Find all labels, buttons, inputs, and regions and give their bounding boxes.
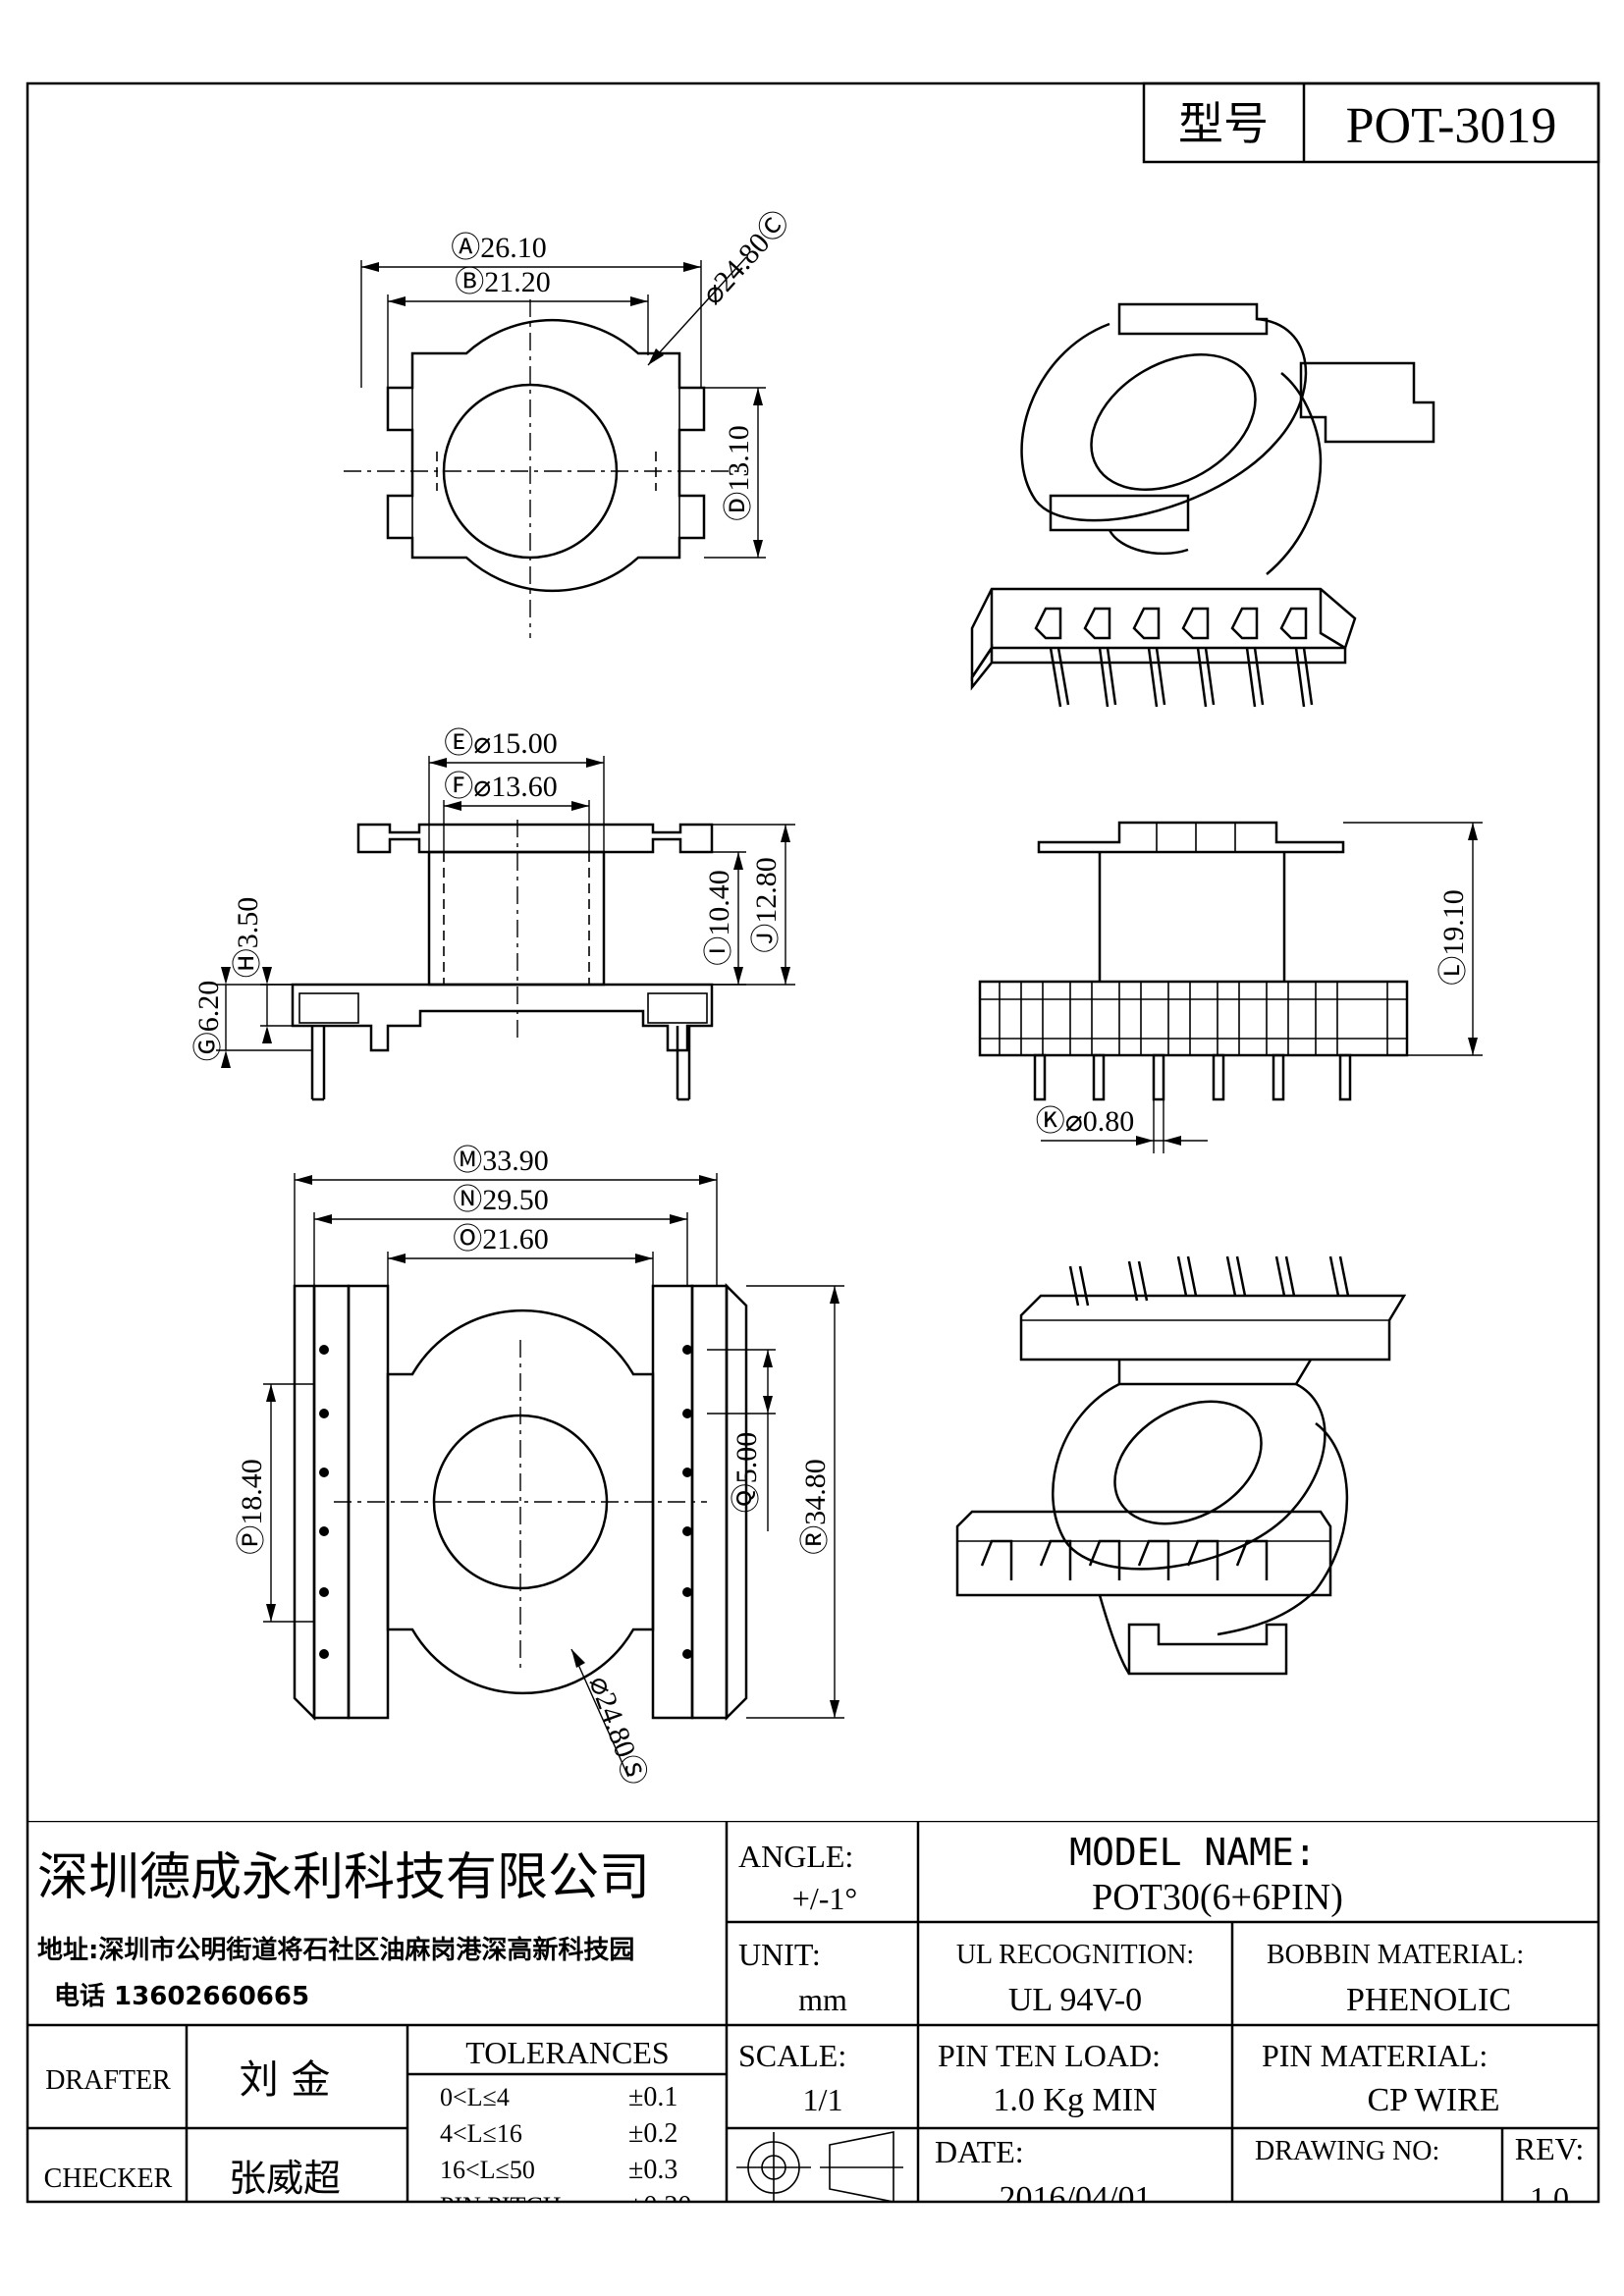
date-label: DATE:	[935, 2134, 1024, 2169]
dim-h: Ⓗ3.50	[232, 897, 264, 979]
dim-r: Ⓡ34.80	[799, 1459, 832, 1555]
scale-label: SCALE:	[738, 2038, 846, 2073]
part-number-label: 型号	[1178, 97, 1269, 150]
ul-value: UL 94V-0	[1008, 1982, 1142, 2018]
angle-label: ANGLE:	[738, 1839, 853, 1874]
pin-load-label: PIN TEN LOAD:	[938, 2038, 1161, 2073]
dim-n: Ⓝ29.50	[453, 1184, 549, 1216]
company-name: 深圳德成永利科技有限公司	[37, 1848, 650, 1907]
dim-d: Ⓓ13.10	[723, 425, 755, 521]
pin-material-value: CP WIRE	[1367, 2082, 1499, 2118]
tolerance-range: 4<L≤16	[440, 2119, 522, 2148]
bottom-view	[293, 1282, 748, 1722]
bobbin-material-label: BOBBIN MATERIAL:	[1267, 1940, 1524, 1970]
isometric-view-top	[970, 302, 1435, 708]
dim-c: ⌀24.80Ⓒ	[696, 205, 796, 311]
part-number-value: POT-3019	[1346, 98, 1557, 154]
tolerance-table: 0<L≤4 ±0.1 4<L≤16 ±0.2 16<L≤50 ±0.3 PIN …	[440, 2082, 691, 2221]
dim-b: Ⓑ21.20	[455, 266, 551, 298]
scale-value: 1/1	[803, 2082, 843, 2117]
dim-f: Ⓕ⌀13.60	[444, 771, 558, 803]
projection-symbol	[736, 2131, 903, 2202]
pin-material-label: PIN MATERIAL:	[1262, 2038, 1488, 2073]
dim-q: Ⓠ5.00	[731, 1432, 763, 1514]
front-view-dimensions: Ⓛ19.10 Ⓚ⌀0.80	[1036, 822, 1483, 1153]
dim-s: ⌀24.80Ⓢ	[582, 1672, 652, 1789]
date-value: 2016/04/01	[1000, 2180, 1152, 2216]
rev-value: 1.0	[1530, 2180, 1569, 2216]
isometric-view-bottom-pins	[1068, 1255, 1350, 1307]
model-value: POT30(6+6PIN)	[1092, 1877, 1343, 1918]
front-view-pins	[1033, 1053, 1352, 1101]
dim-o: Ⓞ21.60	[453, 1223, 549, 1255]
sheet-border	[26, 81, 1600, 2204]
dim-e: Ⓔ⌀15.00	[444, 727, 558, 760]
tolerance-range: 16<L≤50	[440, 2156, 535, 2184]
tolerance-range: 0<L≤4	[440, 2083, 510, 2111]
tolerances-label: TOLERANCES	[465, 2035, 669, 2070]
bottom-view-dimensions: Ⓜ33.90 Ⓝ29.50 Ⓞ21.60 Ⓟ18.40 Ⓠ5.00 Ⓡ34.80	[236, 1145, 844, 1789]
top-view	[344, 299, 746, 638]
dim-m: Ⓜ33.90	[453, 1145, 549, 1177]
angle-value: +/-1°	[792, 1881, 857, 1916]
dim-k: Ⓚ⌀0.80	[1036, 1105, 1135, 1138]
pin-load-value: 1.0 Kg MIN	[993, 2082, 1157, 2118]
company-address: 地址:深圳市公明街道将石社区油麻岗港深高新科技园	[37, 1935, 634, 1965]
dim-i: Ⓘ10.40	[703, 870, 735, 966]
unit-label: UNIT:	[738, 1937, 821, 1972]
tolerance-range: PIN PITCH	[440, 2192, 562, 2220]
bobbin-material-value: PHENOLIC	[1346, 1982, 1511, 2018]
model-label: MODEL NAME:	[1069, 1831, 1317, 1874]
side-view	[291, 820, 714, 1101]
company-phone: 电话 13602660665	[54, 1982, 309, 2011]
checker-value: 张威超	[229, 2157, 341, 2200]
checker-label: CHECKER	[44, 2163, 173, 2194]
dim-j: Ⓙ12.80	[750, 857, 783, 953]
tolerance-value: ±0.2	[628, 2118, 677, 2149]
rev-label: REV:	[1515, 2131, 1585, 2166]
dim-p: Ⓟ18.40	[236, 1459, 268, 1555]
isometric-view-bottom-slots	[980, 1539, 1269, 1580]
isometric-view-bottom	[955, 1255, 1407, 1676]
tolerance-value: ±0.1	[628, 2082, 677, 2112]
dim-l: Ⓛ19.10	[1437, 889, 1470, 986]
top-view-dimensions: Ⓐ26.10 Ⓑ21.20 ⌀24.80Ⓒ Ⓓ13.10	[360, 205, 796, 559]
front-view-slots	[1020, 981, 1338, 1056]
bottom-view-pin-markers	[319, 1345, 692, 1659]
front-view	[978, 821, 1409, 1101]
drafter-label: DRAFTER	[45, 2065, 171, 2096]
part-number-box: 型号 POT-3019	[1142, 81, 1600, 164]
drafter-value: 刘 金	[240, 2057, 331, 2103]
dim-a: Ⓐ26.10	[451, 232, 547, 264]
isometric-view-top-pins	[1034, 607, 1314, 708]
drawing-no-label: DRAWING NO:	[1255, 2136, 1439, 2166]
side-view-dimensions: Ⓔ⌀15.00 Ⓕ⌀13.60 Ⓘ10.40 Ⓙ12.80 Ⓗ3.50 Ⓖ6.2…	[192, 727, 795, 1068]
dim-g: Ⓖ6.20	[192, 981, 225, 1062]
unit-value: mm	[798, 1982, 847, 2017]
tolerance-value: ±0.3	[628, 2155, 677, 2185]
title-block: 深圳德成永利科技有限公司 地址:深圳市公明街道将石社区油麻岗港深高新科技园 电话…	[27, 1821, 1598, 2221]
tolerance-value: ±0.20	[628, 2191, 691, 2221]
ul-label: UL RECOGNITION:	[956, 1940, 1194, 1970]
